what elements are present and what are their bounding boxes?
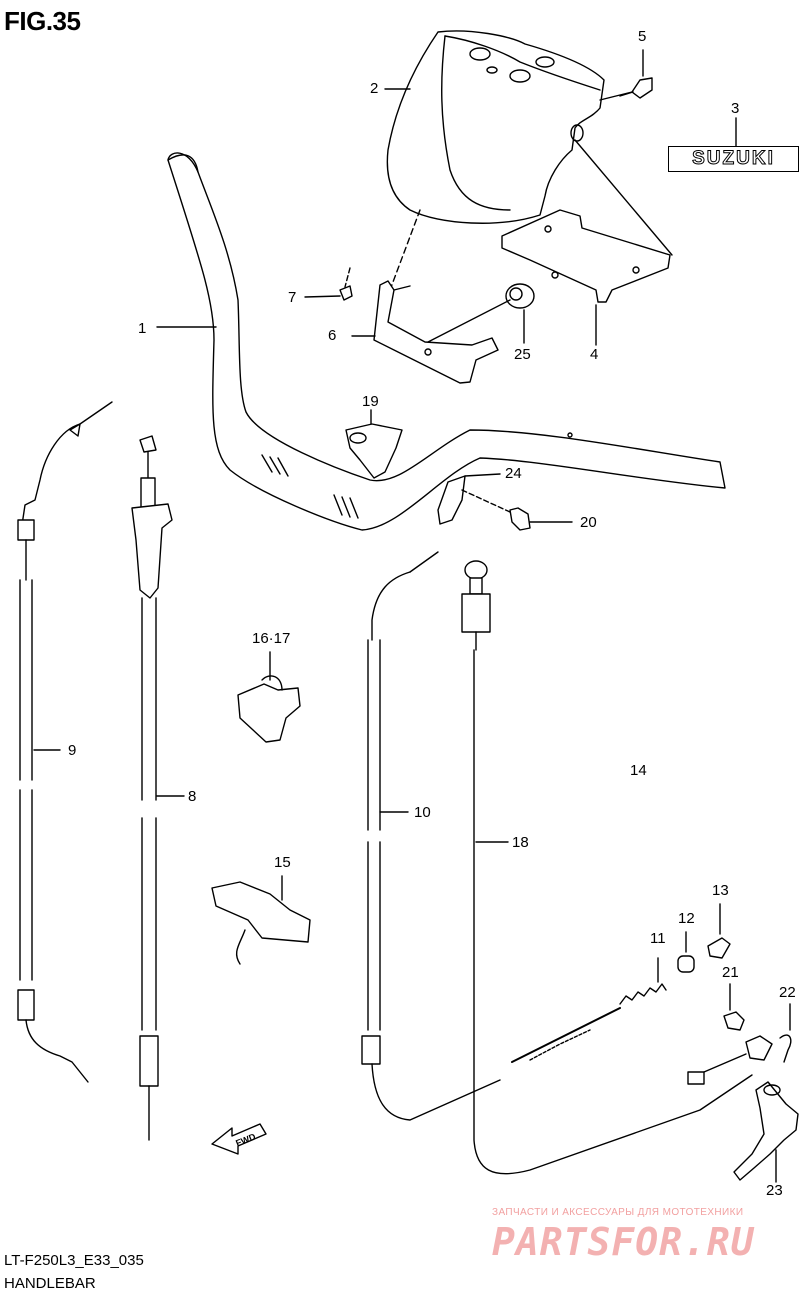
choke-cable-18 xyxy=(461,560,753,1175)
callout-14: 14 xyxy=(630,762,647,779)
watermark-tagline: ЗАПЧАСТИ И АКСЕССУАРЫ ДЛЯ МОТОТЕХНИКИ xyxy=(492,1207,744,1218)
callout-3: 3 xyxy=(731,100,740,117)
callout-24: 24 xyxy=(505,465,522,482)
fwd-arrow xyxy=(211,1123,267,1155)
callout-13: 13 xyxy=(712,882,729,899)
clamp-15 xyxy=(211,875,311,965)
clip-24 xyxy=(437,473,511,525)
callout-18: 18 xyxy=(512,834,529,851)
callout-9: 9 xyxy=(68,742,77,759)
callout-22: 22 xyxy=(779,984,796,1001)
callout-2: 2 xyxy=(370,80,379,97)
callout-7: 7 xyxy=(288,289,297,306)
spring-11 xyxy=(511,957,667,1063)
handlebar-cover xyxy=(386,30,673,291)
callout-16-17: 16·17 xyxy=(252,630,291,647)
figure-caption: HANDLEBAR xyxy=(4,1275,96,1292)
bolt-21 xyxy=(723,983,745,1031)
bracket-4 xyxy=(501,209,671,346)
figure-code: LT-F250L3_E33_035 xyxy=(4,1252,144,1269)
callout-21: 21 xyxy=(722,964,739,981)
callout-23: 23 xyxy=(766,1182,783,1199)
suzuki-badge: SUZUKI xyxy=(668,146,799,172)
bracket-6 xyxy=(351,280,499,384)
callout-19: 19 xyxy=(362,393,379,410)
figure-title: FIG.35 xyxy=(4,6,81,36)
clamp-19 xyxy=(345,409,403,479)
cable-10 xyxy=(361,551,501,1121)
callout-1: 1 xyxy=(138,320,147,337)
callout-10: 10 xyxy=(414,804,431,821)
callout-11: 11 xyxy=(650,930,666,947)
callout-6: 6 xyxy=(328,327,337,344)
lever-23 xyxy=(733,1081,799,1183)
callout-8: 8 xyxy=(188,788,197,805)
collar-12 xyxy=(677,931,695,973)
clip-22 xyxy=(779,1003,792,1063)
cable-8 xyxy=(131,435,185,1141)
callout-20: 20 xyxy=(580,514,597,531)
watermark-logo: PARTSFOR.RU xyxy=(492,1220,755,1264)
screw-5 xyxy=(619,49,653,99)
clamp-16-17 xyxy=(237,651,301,743)
callout-5: 5 xyxy=(638,28,647,45)
callout-25: 25 xyxy=(514,346,531,363)
callout-4: 4 xyxy=(590,346,599,363)
sleeve-13 xyxy=(707,903,731,959)
callout-15: 15 xyxy=(274,854,291,871)
handlebar-tube xyxy=(156,152,726,531)
grommet-25 xyxy=(427,283,535,344)
cable-9 xyxy=(17,401,113,1083)
bolt-20 xyxy=(509,507,573,531)
screw-7 xyxy=(304,267,353,301)
cable-end-assembly xyxy=(687,1035,773,1085)
callout-12: 12 xyxy=(678,910,695,927)
